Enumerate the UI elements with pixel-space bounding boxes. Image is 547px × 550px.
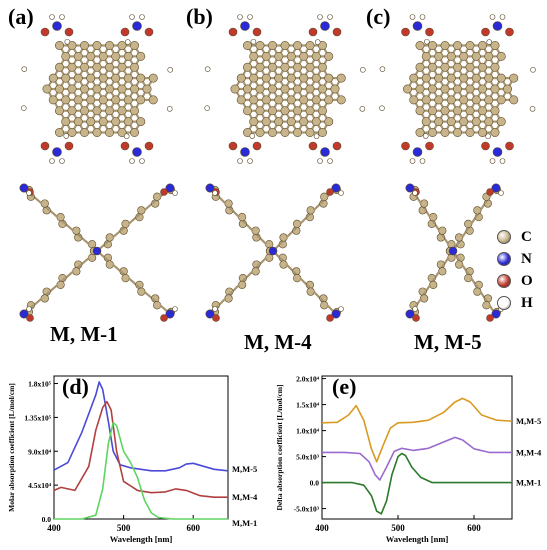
chart-d-molar-absorption: 400 500 600 0.0 4.5x10⁴ 9.0x10⁴ 1.35x10⁵ 1.8x10… bbox=[7, 375, 258, 544]
legend-item-nitrogen: N bbox=[497, 250, 532, 268]
molecule-c-top-view bbox=[379, 14, 536, 164]
series-label: M,M-5 bbox=[232, 464, 257, 474]
x-tick-label: 500 bbox=[117, 523, 131, 533]
panel-label-c: (c) bbox=[366, 4, 391, 29]
plot-frame bbox=[321, 375, 513, 520]
caption-a: M, M-1 bbox=[50, 322, 118, 346]
molecule-b-top-view bbox=[204, 14, 366, 164]
chart-e-delta-absorption: 400 500 600 -5.0x10³ 0.0 5.0x10³ 1.0x10⁴ 1.5x10… bbox=[275, 375, 542, 544]
plot-frame bbox=[53, 375, 229, 520]
series-label: M,M-4 bbox=[232, 492, 258, 502]
molecule-a-side-view bbox=[19, 183, 178, 322]
panel-label-b: (b) bbox=[186, 4, 213, 29]
series-line-m-m-5 bbox=[321, 397, 513, 463]
x-tick-label: 500 bbox=[391, 523, 405, 533]
legend-symbol: C bbox=[521, 228, 532, 245]
y-tick-label: 5.0x10³ bbox=[296, 453, 320, 462]
y-axis-label: Molar absorption coefficient [L/mol/cm] bbox=[7, 383, 16, 512]
molecule-a-top-view bbox=[20, 14, 174, 164]
hydrogen-atom-icon bbox=[497, 296, 511, 310]
y-tick-label: 1.0x10⁴ bbox=[296, 427, 320, 436]
panel-label-a: (a) bbox=[8, 4, 34, 29]
x-ticks: 400 500 600 bbox=[315, 515, 481, 533]
x-tick-label: 400 bbox=[315, 523, 329, 533]
x-axis-label: Wavelength [nm] bbox=[386, 534, 449, 544]
series-line-m-m-1 bbox=[54, 421, 228, 520]
series-label: M,M-5 bbox=[516, 416, 541, 426]
panel-label-e: (e) bbox=[332, 374, 357, 399]
oxygen-atom-icon bbox=[497, 274, 511, 288]
y-tick-label: 1.8x10⁵ bbox=[28, 380, 52, 389]
y-tick-label: 0.0 bbox=[310, 479, 320, 488]
carbon-atom-icon bbox=[497, 230, 511, 244]
series-label: M,M-1 bbox=[232, 518, 257, 528]
legend-symbol: N bbox=[521, 250, 532, 267]
y-tick-label: 0.0 bbox=[42, 515, 52, 524]
y-tick-label: 1.5x10⁴ bbox=[296, 401, 320, 410]
series-line-m-m-4 bbox=[53, 400, 228, 498]
y-tick-label: -5.0x10³ bbox=[294, 505, 320, 514]
y-axis-label: Delta absorption coefficient [L/mol/cm] bbox=[275, 384, 284, 510]
y-tick-label: 1.35x10⁵ bbox=[24, 413, 51, 422]
panel-label-d: (d) bbox=[62, 374, 89, 399]
legend-item-oxygen: O bbox=[497, 272, 533, 290]
series-label: M,M-4 bbox=[516, 447, 542, 457]
caption-c: M, M-5 bbox=[414, 330, 482, 354]
legend-item-carbon: C bbox=[497, 228, 532, 246]
y-ticks: 0.0 4.5x10⁴ 9.0x10⁴ 1.35x10⁵ 1.8x10⁵ bbox=[24, 380, 58, 524]
legend-symbol: O bbox=[521, 272, 533, 289]
x-tick-label: 600 bbox=[467, 523, 481, 533]
nitrogen-atom-icon bbox=[497, 252, 511, 266]
series-line-m-m-4 bbox=[322, 436, 512, 481]
x-axis-label: Wavelength [nm] bbox=[110, 534, 173, 544]
legend-symbol: H bbox=[521, 294, 533, 311]
molecule-b-side-view bbox=[205, 183, 344, 322]
x-tick-label: 600 bbox=[186, 523, 200, 533]
x-ticks: 400 500 600 bbox=[47, 515, 200, 533]
molecule-c-side-view bbox=[405, 183, 504, 322]
x-tick-label: 400 bbox=[47, 523, 61, 533]
legend-item-hydrogen: H bbox=[497, 294, 533, 312]
series-label: M,M-1 bbox=[516, 478, 541, 488]
y-ticks: -5.0x10³ 0.0 5.0x10³ 1.0x10⁴ 1.5x10⁴ 2.0x10⁴ bbox=[294, 375, 326, 514]
y-tick-label: 2.0x10⁴ bbox=[296, 375, 320, 384]
y-tick-label: 4.5x10⁴ bbox=[28, 481, 52, 490]
y-tick-label: 9.0x10⁴ bbox=[28, 447, 52, 456]
caption-b: M, M-4 bbox=[244, 330, 312, 354]
series-line-m-m-1 bbox=[322, 452, 512, 515]
